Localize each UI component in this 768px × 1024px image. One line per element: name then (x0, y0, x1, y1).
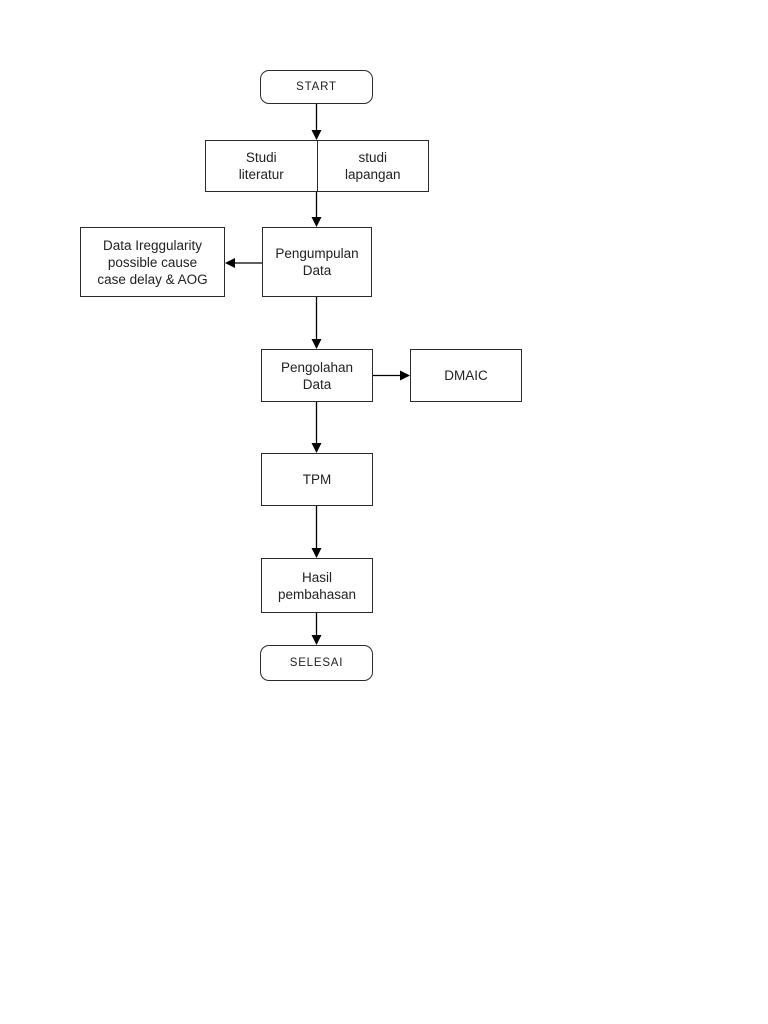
node-studi-literatur-label: Studi literatur (238, 150, 284, 182)
node-pengolahan-data-label: Pengolahan Data (280, 359, 354, 392)
node-start: START (260, 70, 373, 104)
node-start-label: START (296, 81, 337, 93)
node-dmaic-label: DMAIC (444, 368, 488, 383)
node-studi-literatur: Studi literatur (206, 141, 317, 191)
node-data-irregularity: Data Ireggularity possible cause case de… (80, 227, 225, 297)
node-tpm: TPM (261, 453, 373, 506)
node-studi-lapangan: studi lapangan (316, 141, 429, 191)
node-data-irregularity-label: Data Ireggularity possible cause case de… (97, 237, 208, 287)
node-selesai-label: SELESAI (289, 657, 344, 669)
node-pengolahan-data: Pengolahan Data (261, 349, 373, 402)
node-studi-group: Studi literatur studi lapangan (205, 140, 429, 192)
node-hasil-pembahasan: Hasil pembahasan (261, 558, 373, 613)
node-pengumpulan-data-label: Pengumpulan Data (275, 246, 359, 278)
node-selesai: SELESAI (260, 645, 373, 681)
node-hasil-pembahasan-label: Hasil pembahasan (277, 569, 357, 602)
node-pengumpulan-data: Pengumpulan Data (262, 227, 372, 297)
node-tpm-label: TPM (302, 472, 332, 487)
node-dmaic: DMAIC (410, 349, 522, 402)
node-studi-lapangan-label: studi lapangan (344, 150, 401, 182)
